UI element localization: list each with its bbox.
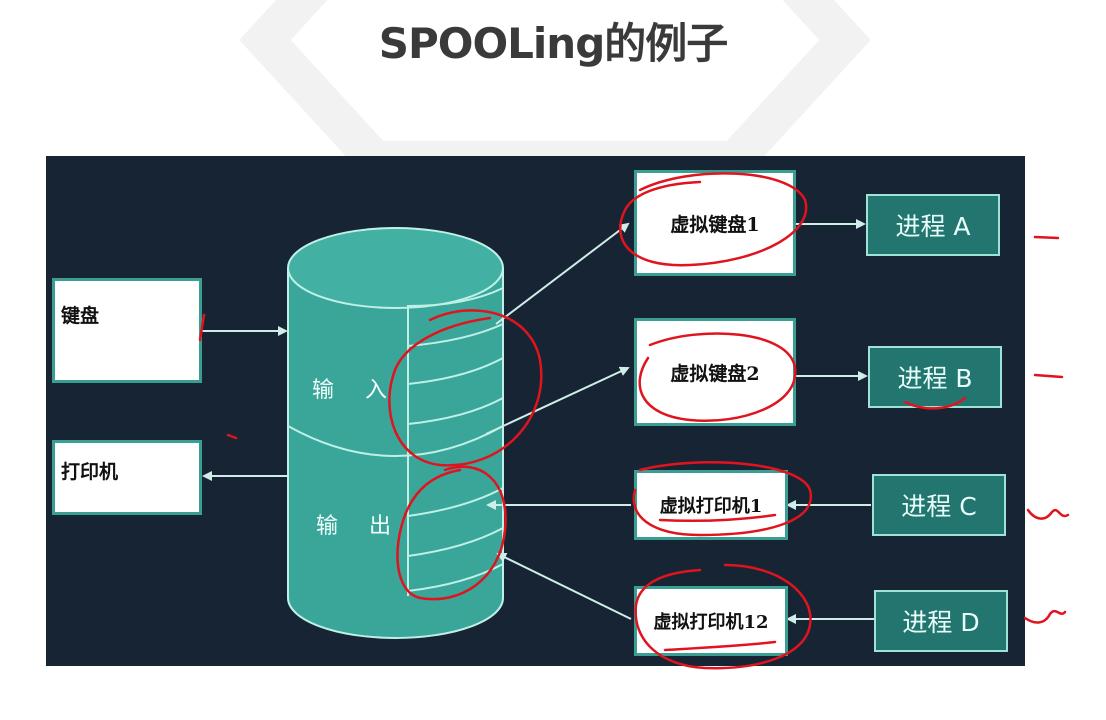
process-b-box: 进程 B	[868, 346, 1002, 408]
process-d-label: 进程 D	[902, 608, 980, 637]
arrow-input-to-vkb1	[495, 222, 630, 325]
annotation-dash-a	[1033, 235, 1060, 240]
process-c-box: 进程 C	[872, 474, 1006, 536]
process-a-box: 进程 A	[866, 194, 1000, 256]
virtual-keyboard-2-label: 虚拟键盘2	[670, 362, 760, 385]
cylinder-input-label: 输 入	[312, 378, 399, 403]
process-b-label: 进程 B	[897, 364, 973, 393]
process-a-label: 进程 A	[895, 212, 971, 241]
input-buffer-lines	[407, 287, 504, 386]
virtual-printer-12-box: 虚拟打印机12	[634, 586, 788, 656]
annotation-check-d	[1023, 609, 1067, 624]
arrow-vpr12-to-output	[496, 553, 632, 620]
process-d-box: 进程 D	[874, 590, 1008, 652]
arrow-input-to-vkb2	[485, 366, 630, 435]
page-title: SPOOLing的例子	[378, 19, 729, 68]
cylinder-output-label: 输 出	[316, 514, 403, 539]
spooling-diagram: 输 入 输 出 键盘 打印机 虚拟键盘1 虚拟键盘2 虚拟打印机1 虚拟打印机1…	[46, 156, 1025, 666]
virtual-keyboard-1-box: 虚拟键盘1	[634, 170, 796, 276]
annotation-check-c	[1026, 508, 1070, 520]
annotation-dash-b	[1033, 373, 1064, 379]
keyboard-box: 键盘	[52, 278, 202, 383]
virtual-printer-1-label: 虚拟打印机1	[659, 496, 763, 517]
virtual-keyboard-1-label: 虚拟键盘1	[670, 213, 760, 236]
virtual-printer-12-label: 虚拟打印机12	[653, 612, 769, 633]
spool-cylinder	[287, 227, 504, 639]
keyboard-label: 键盘	[61, 305, 100, 327]
virtual-printer-1-box: 虚拟打印机1	[634, 470, 788, 540]
virtual-keyboard-2-box: 虚拟键盘2	[634, 318, 796, 426]
process-c-label: 进程 C	[901, 492, 977, 521]
printer-label: 打印机	[61, 461, 119, 483]
printer-box: 打印机	[52, 440, 202, 515]
